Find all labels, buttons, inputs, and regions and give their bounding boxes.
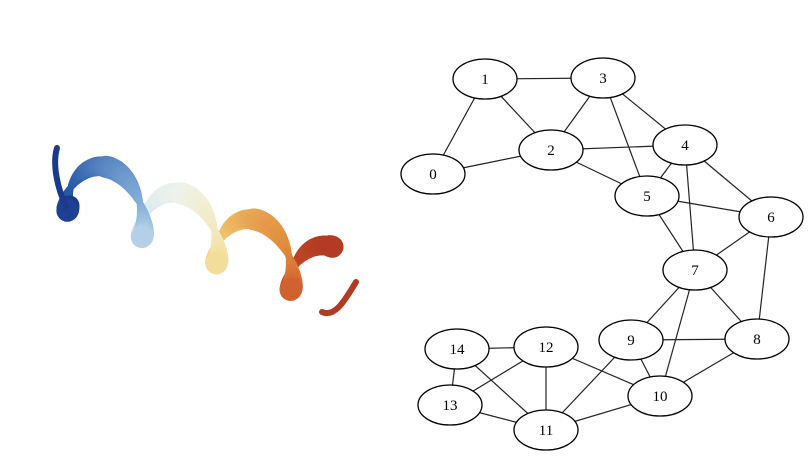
node-label: 13 bbox=[443, 398, 458, 414]
helix-end-tail bbox=[319, 279, 359, 317]
node-label: 14 bbox=[450, 342, 466, 358]
node-ellipse bbox=[400, 153, 466, 195]
graph-node-11: 11 bbox=[513, 409, 579, 451]
helix-start-tail bbox=[52, 145, 69, 209]
node-ellipse bbox=[738, 196, 804, 238]
graph-node-9: 9 bbox=[598, 319, 664, 361]
node-label: 9 bbox=[627, 333, 635, 349]
node-ellipse bbox=[627, 375, 693, 417]
node-ellipse bbox=[513, 409, 579, 451]
graph-node-6: 6 bbox=[738, 196, 804, 238]
node-label: 0 bbox=[429, 167, 437, 183]
protein-helix-ribbon bbox=[52, 145, 359, 317]
node-ellipse bbox=[424, 328, 490, 370]
node-ellipse bbox=[652, 124, 718, 166]
node-ellipse bbox=[417, 384, 483, 426]
node-ellipse bbox=[614, 175, 680, 217]
node-label: 1 bbox=[481, 72, 489, 88]
graph-node-5: 5 bbox=[614, 175, 680, 217]
node-ellipse bbox=[513, 326, 579, 368]
node-label: 12 bbox=[539, 340, 554, 356]
graph-edge-4-7 bbox=[684, 144, 696, 271]
graph-node-12: 12 bbox=[513, 326, 579, 368]
node-ellipse bbox=[452, 58, 518, 100]
node-label: 2 bbox=[547, 143, 555, 159]
graph-node-10: 10 bbox=[627, 375, 693, 417]
helix-segment bbox=[319, 235, 344, 258]
graph-node-4: 4 bbox=[652, 124, 718, 166]
node-label: 6 bbox=[767, 210, 775, 226]
node-label: 5 bbox=[643, 189, 651, 205]
graph-node-8: 8 bbox=[724, 318, 790, 360]
graph-edge-7-10 bbox=[659, 269, 696, 397]
node-label: 3 bbox=[599, 71, 607, 87]
node-ellipse bbox=[724, 318, 790, 360]
graph-node-1: 1 bbox=[452, 58, 518, 100]
graph-node-3: 3 bbox=[570, 57, 636, 99]
graph-node-13: 13 bbox=[417, 384, 483, 426]
node-label: 4 bbox=[681, 138, 689, 154]
node-ellipse bbox=[570, 57, 636, 99]
graph-node-7: 7 bbox=[662, 249, 728, 291]
graph-node-14: 14 bbox=[424, 328, 490, 370]
node-label: 8 bbox=[753, 332, 761, 348]
graph-node-0: 0 bbox=[400, 153, 466, 195]
node-ellipse bbox=[598, 319, 664, 361]
node-label: 7 bbox=[691, 263, 699, 279]
graph-node-2: 2 bbox=[518, 129, 584, 171]
node-ellipse bbox=[518, 129, 584, 171]
node-label: 11 bbox=[539, 423, 553, 439]
node-ellipse bbox=[662, 249, 728, 291]
graph-edges bbox=[432, 77, 772, 431]
node-label: 10 bbox=[653, 389, 668, 405]
